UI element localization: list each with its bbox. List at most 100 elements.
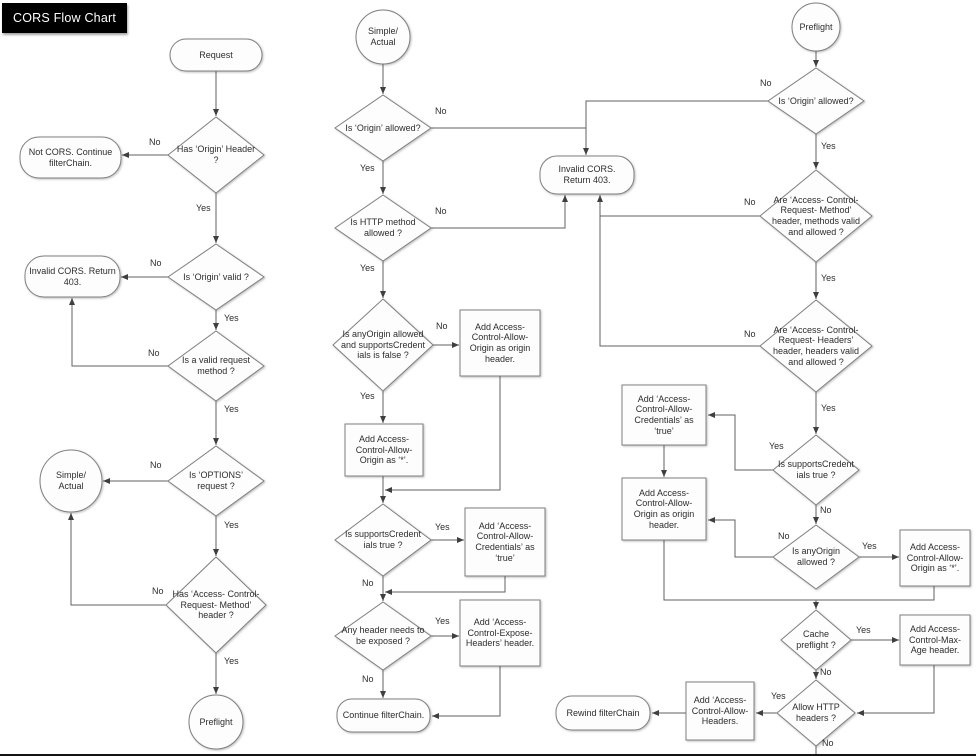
edge-label-yes: Yes: [224, 520, 239, 530]
edge-label-no: No: [820, 667, 832, 677]
edge-label-no: No: [362, 674, 374, 684]
add-expose-headers-process-shape: [459, 599, 541, 667]
not-cors-terminator-shape: [19, 136, 122, 179]
edge-label-yes: Yes: [856, 625, 871, 635]
edge-label-no: No: [820, 505, 832, 515]
edge-label-no: No: [436, 321, 448, 331]
edge-label-yes: Yes: [769, 441, 784, 451]
continue-filterchain-terminator-shape: [336, 698, 431, 733]
edge-label-no: No: [148, 348, 160, 358]
edge-label-no: No: [435, 106, 447, 116]
add-acao-origin-preflight-label: Add Access- Control-Allow- Origin as ori…: [633, 487, 695, 530]
is-supportscred-simple-label: Is supportsCredent ials true ?: [344, 529, 422, 550]
is-origin-allowed-preflight-decision-shape: [767, 67, 865, 135]
is-origin-allowed-simple-label: Is ‘Origin’ allowed?: [345, 122, 421, 133]
edge-originallowed-preflight-no: [583, 100, 768, 155]
is-origin-allowed-preflight-label: Is ‘Origin’ allowed?: [778, 95, 854, 106]
are-acrm-valid-label: Are ‘Access- Control-Request- Method’ he…: [771, 194, 861, 237]
connector-lines: [68, 51, 935, 754]
is-options-request-label: Is ‘OPTIONS’ request ?: [188, 470, 243, 491]
preflight-top-connector-shape: [791, 2, 841, 52]
edge-exposeheaders-out: [432, 666, 501, 719]
edge-label-no: No: [760, 78, 772, 88]
edge-label-no: No: [822, 738, 834, 748]
chart-title: CORS Flow Chart: [2, 3, 128, 33]
add-acac-true-preflight-process-shape: [621, 384, 707, 446]
simple-actual-top-label: Simple/ Actual: [367, 26, 398, 47]
edge-anyorigin-preflight-no: [708, 517, 773, 558]
edge-validmethod-no: [69, 298, 168, 367]
preflight-left-label: Preflight: [199, 716, 233, 727]
edge-label-yes: Yes: [224, 313, 239, 323]
add-acac-true-simple-label: Add ‘Access- Control-Allow- Credentials’…: [475, 520, 535, 563]
edge-label-yes: Yes: [771, 691, 786, 701]
add-acao-origin-preflight-process-shape: [621, 477, 707, 541]
invalid-cors-label: Invalid CORS. Return 403.: [558, 164, 616, 185]
edge-acrhvalid-no: [597, 195, 760, 347]
continue-filterchain-label: Continue filterChain.: [342, 710, 425, 721]
add-acao-origin-simple-label: Add Access- Control-Allow- Origin as ori…: [469, 321, 531, 364]
preflight-top-label: Preflight: [799, 21, 833, 32]
is-origin-valid-label: Is ‘Origin’ valid ?: [183, 271, 249, 282]
invalid-cors-terminator-shape: [539, 155, 635, 195]
not-cors-label: Not CORS. Continue filterChain.: [28, 147, 113, 168]
is-http-method-allowed-label: Is HTTP method allowed ?: [350, 217, 416, 238]
is-options-request-decision-shape: [167, 445, 265, 517]
edge-httpmethod-no: [431, 195, 568, 229]
anyorigin-supportscred-decision-shape: [332, 298, 434, 392]
simple-actual-top-connector-shape: [355, 9, 411, 65]
are-acrm-valid-decision-shape: [759, 169, 873, 263]
edge-acactrue-simple-out: [385, 576, 506, 595]
edge-label-no: No: [778, 531, 790, 541]
edge-label-yes: Yes: [360, 263, 375, 273]
edge-label-yes: Yes: [821, 141, 836, 151]
edge-supportscred-preflight-yes: [708, 412, 773, 471]
is-supportscred-preflight-decision-shape: [772, 434, 860, 506]
edge-label-no: No: [150, 460, 162, 470]
edge-acaostar-preflight-out: [816, 586, 935, 601]
has-acrm-header-label: Has ‘Access- Control-Request- Method’ he…: [172, 589, 260, 621]
is-anyorigin-allowed-preflight-decision-shape: [772, 524, 860, 590]
request-terminator-shape: [169, 38, 263, 72]
valid-request-method-label: Is a valid request method ?: [181, 355, 251, 376]
has-origin-header-decision-shape: [167, 116, 265, 194]
cache-preflight-decision-shape: [780, 609, 852, 671]
edge-label-no: No: [150, 258, 162, 268]
edge-maxage-out: [857, 665, 935, 716]
edge-label-no: No: [435, 206, 447, 216]
request-label: Request: [199, 49, 233, 60]
cache-preflight-label: Cache preflight ?: [796, 629, 836, 650]
invalid-cors-left-label: Invalid CORS. Return 403.: [29, 265, 116, 287]
edge-label-no: No: [149, 137, 161, 147]
add-acao-origin-simple-process-shape: [459, 309, 541, 377]
add-expose-headers-label: Add ‘Access- Control-Expose- Headers’ he…: [465, 617, 535, 649]
add-allow-headers-process-shape: [685, 681, 755, 741]
is-supportscred-simple-decision-shape: [334, 503, 432, 577]
add-acao-star-simple-label: Add Access- Control-Allow- Origin as ‘*’…: [355, 434, 413, 466]
add-max-age-process-shape: [899, 614, 971, 666]
has-origin-header-label: Has ‘Origin’ Header ?: [176, 144, 256, 165]
invalid-cors-left-terminator-shape: [24, 255, 121, 298]
add-acao-star-preflight-process-shape: [899, 529, 971, 587]
add-max-age-label: Add Access- Control-Max- Age header.: [908, 624, 961, 656]
add-acao-star-preflight-label: Add Access- Control-Allow- Origin as ‘*’…: [906, 542, 964, 574]
simple-actual-left-connector-shape: [39, 449, 103, 513]
add-allow-headers-label: Add ‘Access- Control-Allow- Headers.: [691, 695, 749, 727]
edge-label-yes: Yes: [360, 391, 375, 401]
edge-label-yes: Yes: [862, 541, 877, 551]
allow-http-headers-decision-shape: [776, 679, 856, 747]
any-header-exposed-label: Any header needs to be exposed ?: [341, 625, 425, 646]
add-acao-star-simple-process-shape: [344, 423, 424, 477]
has-acrm-header-decision-shape: [165, 556, 267, 654]
valid-request-method-decision-shape: [167, 330, 265, 402]
allow-http-headers-label: Allow HTTP headers ?: [792, 702, 840, 723]
rewind-filterchain-label: Rewind filterChain: [566, 707, 640, 718]
edge-label-yes: Yes: [224, 656, 239, 666]
is-http-method-allowed-decision-shape: [334, 194, 432, 262]
edge-label-no: No: [362, 578, 374, 588]
is-origin-allowed-simple-decision-shape: [334, 94, 432, 162]
edge-label-yes: Yes: [435, 522, 450, 532]
edge-label-yes: Yes: [821, 403, 836, 413]
is-anyorigin-allowed-preflight-label: Is anyOrigin allowed ?: [791, 546, 841, 567]
